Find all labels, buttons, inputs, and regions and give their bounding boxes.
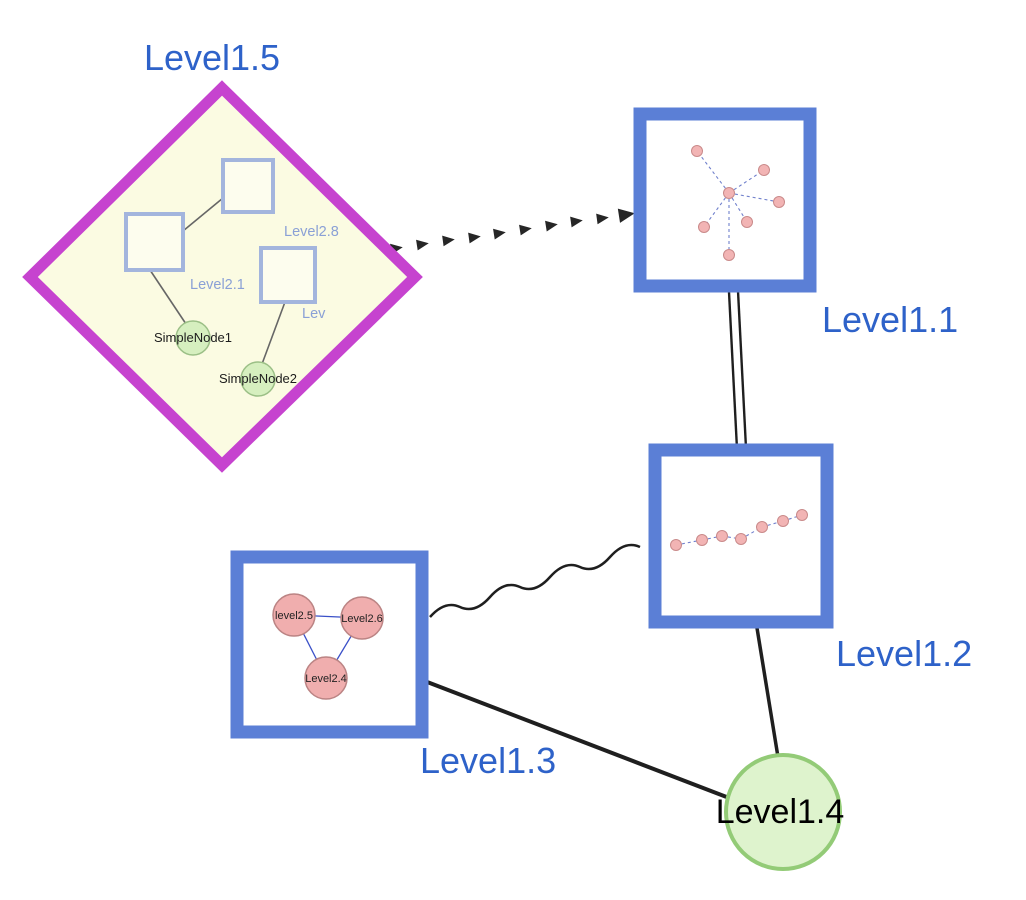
level1-2-inner-graph [670, 509, 808, 551]
level1-1-label: Level1.1 [822, 299, 958, 340]
level2-x-label: Lev [302, 306, 326, 322]
simple-node-1[interactable] [175, 320, 211, 356]
node-level1-3: level2.5 Level2.6 Level2.4 [230, 550, 429, 739]
level2-5-node[interactable] [272, 593, 316, 637]
simple-node-1-label: SimpleNode1 [154, 330, 232, 345]
level1-3-label: Level1.3 [420, 740, 556, 781]
level1-5-inner-edge-2 [149, 269, 187, 325]
level2-4-node[interactable] [304, 656, 348, 700]
level2-6-node[interactable] [340, 596, 384, 640]
edge-level13-to-level14 [421, 678, 738, 803]
level1-5-inner-edge-3 [261, 301, 286, 365]
node-level1-1 [633, 107, 817, 293]
simple-node-2-label: SimpleNode2 [219, 371, 297, 386]
level1-1-inner-graph [691, 145, 785, 261]
top-level-edges [390, 208, 780, 803]
level2-1-label: Level2.1 [190, 277, 245, 293]
level1-3-shape[interactable] [230, 550, 429, 739]
level1-3-inner-graph: level2.5 Level2.6 Level2.4 [272, 593, 384, 700]
edge-level15-to-level11 [390, 208, 635, 255]
node-level1-5: Level2.8 Level2.1 Lev SimpleNode1 Simple… [22, 80, 423, 473]
level2-5-label: level2.5 [275, 610, 313, 622]
level1-4-shape[interactable] [724, 753, 842, 871]
level1-4-label: Level1.4 [716, 793, 845, 831]
level1-5-diamond-shape[interactable] [22, 80, 423, 473]
simple-node-2[interactable] [240, 361, 276, 397]
level2-1-square[interactable] [124, 212, 185, 272]
node-level1-2 [648, 443, 834, 629]
edge-level11-to-level12-line2 [736, 290, 748, 449]
level2-4-label: Level2.4 [305, 673, 347, 685]
level1-2-label: Level1.2 [836, 633, 972, 674]
level1-5-label: Level1.5 [144, 37, 280, 78]
level2-x-square[interactable] [259, 246, 317, 304]
edge-level13-to-level12-wavy [429, 543, 641, 618]
node-level1-4: Level1.4 [716, 753, 845, 871]
edge-level12-to-level14 [755, 627, 780, 758]
level2-8-label: Level2.8 [284, 224, 339, 240]
level2-6-label: Level2.6 [341, 613, 383, 625]
edge-level11-to-level12-line1 [727, 291, 739, 450]
level2-8-square[interactable] [221, 158, 275, 214]
level1-5-inner-edge-1 [182, 197, 224, 232]
